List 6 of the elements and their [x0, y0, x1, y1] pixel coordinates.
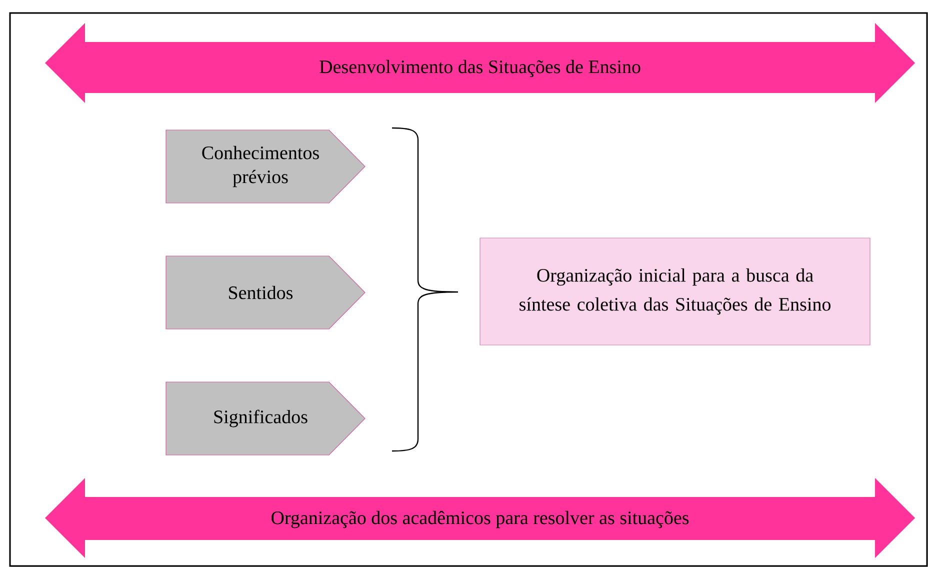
pentagon-box: Sentidos: [166, 256, 366, 330]
double-arrow-band: Organização dos acadêmicos para resolver as situações: [45, 478, 916, 558]
pentagon-box: Conhecimentos prévios: [166, 130, 366, 204]
process-box: Organização inicial para a busca da síntese coletiva das Situações de Ensino: [480, 238, 870, 346]
double-arrow-band: Desenvolvimento das Situações de Ensino: [45, 23, 916, 103]
pentagon-box: Significados: [166, 382, 366, 456]
